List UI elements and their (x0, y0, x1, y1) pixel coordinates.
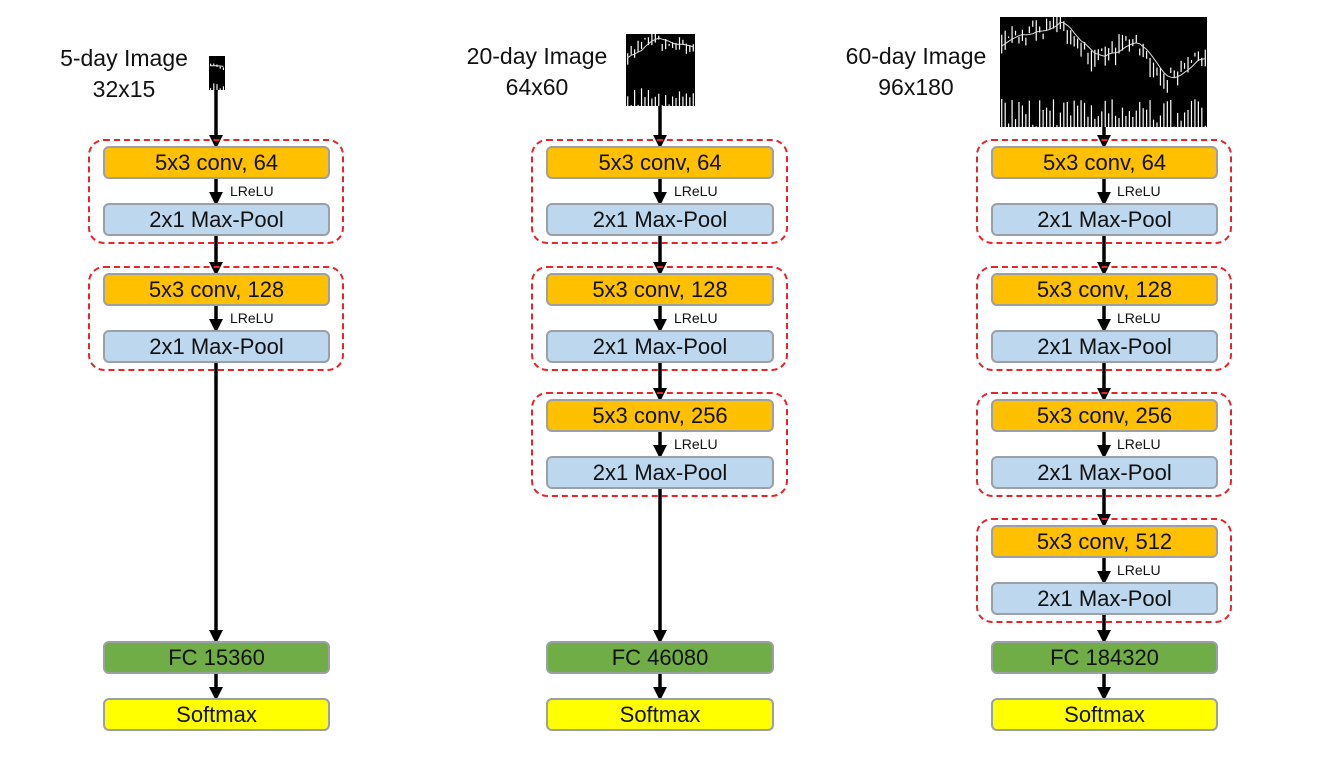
col2-pool-1: 2x1 Max-Pool (546, 203, 774, 236)
col2-block-1 (531, 139, 788, 244)
col3-conv-2: 5x3 conv, 128 (991, 273, 1218, 306)
col3-block-1 (976, 139, 1232, 244)
col3-activation-3: LReLU (1117, 436, 1161, 452)
col2-softmax: Softmax (546, 698, 774, 731)
col1-pool-2: 2x1 Max-Pool (103, 330, 330, 363)
col3-conv-4: 5x3 conv, 512 (991, 525, 1218, 558)
col3-activation-1: LReLU (1117, 183, 1161, 199)
col3-activation-4: LReLU (1117, 562, 1161, 578)
col3-candlestick-image-icon (1000, 17, 1207, 127)
col1-block-2 (88, 266, 344, 371)
col2-conv-2: 5x3 conv, 128 (546, 273, 774, 306)
col2-conv-1: 5x3 conv, 64 (546, 146, 774, 179)
col3-pool-1: 2x1 Max-Pool (991, 203, 1218, 236)
col2-activation-1: LReLU (674, 183, 718, 199)
col3-conv-3: 5x3 conv, 256 (991, 399, 1218, 432)
col3-pool-3: 2x1 Max-Pool (991, 456, 1218, 489)
col2-activation-3: LReLU (674, 436, 718, 452)
col1-size: 32x15 (92, 76, 156, 102)
col1-conv-2: 5x3 conv, 128 (103, 273, 330, 306)
col1-activation-2: LReLU (230, 310, 274, 326)
col3-fc: FC 184320 (991, 641, 1218, 674)
col1-pool-1: 2x1 Max-Pool (103, 203, 330, 236)
col3-softmax: Softmax (991, 698, 1218, 731)
col1-activation-1: LReLU (230, 183, 274, 199)
col1-candlestick-image-icon (209, 56, 225, 90)
col3-conv-1: 5x3 conv, 64 (991, 146, 1218, 179)
col3-title: 60-day Image (845, 43, 987, 69)
col1-block-1 (88, 139, 344, 244)
col2-pool-3: 2x1 Max-Pool (546, 456, 774, 489)
col2-fc: FC 46080 (546, 641, 774, 674)
col2-title: 20-day Image (466, 43, 608, 69)
col2-activation-2: LReLU (674, 310, 718, 326)
col2-size: 64x60 (505, 74, 569, 100)
col3-activation-2: LReLU (1117, 310, 1161, 326)
col1-softmax: Softmax (103, 698, 330, 731)
col1-conv-1: 5x3 conv, 64 (103, 146, 330, 179)
col3-pool-2: 2x1 Max-Pool (991, 330, 1218, 363)
col3-pool-4: 2x1 Max-Pool (991, 582, 1218, 615)
col2-pool-2: 2x1 Max-Pool (546, 330, 774, 363)
col2-candlestick-image-icon (626, 34, 695, 106)
col1-fc: FC 15360 (103, 641, 330, 674)
col3-block-3 (976, 392, 1232, 497)
col3-size: 96x180 (878, 74, 954, 100)
col1-title: 5-day Image (60, 45, 188, 71)
col2-conv-3: 5x3 conv, 256 (546, 399, 774, 432)
col3-block-4 (976, 518, 1232, 623)
col2-block-3 (531, 392, 788, 497)
col2-block-2 (531, 266, 788, 371)
col3-block-2 (976, 266, 1232, 371)
